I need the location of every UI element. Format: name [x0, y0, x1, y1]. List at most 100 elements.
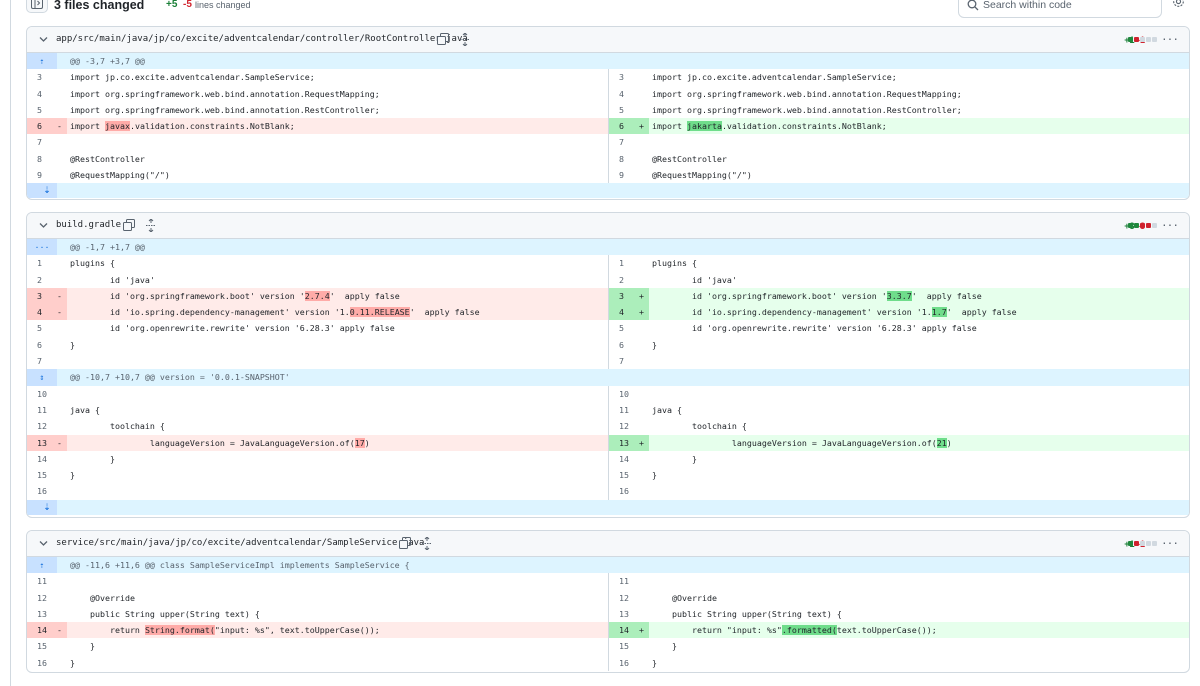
- code-segment: ' apply false: [329, 290, 400, 301]
- left-line: 6}: [27, 337, 608, 353]
- line-number: 12: [619, 592, 629, 603]
- diffstat-bar: [1128, 37, 1157, 42]
- right-line: 10: [608, 385, 1189, 402]
- expand-both-icon[interactable]: ⇕: [27, 369, 57, 386]
- gear-icon[interactable]: [1172, 0, 1185, 8]
- line-number: 13: [619, 608, 629, 619]
- search-within-code[interactable]: [958, 0, 1162, 18]
- file-path: build.gradle: [56, 220, 122, 230]
- expand-all-icon[interactable]: [145, 219, 157, 232]
- file-diff-root-controller: app/src/main/java/jp/co/excite/adventcal…: [26, 26, 1190, 200]
- code-segment: import: [70, 121, 105, 132]
- code-segment: ): [946, 437, 952, 448]
- diff-row: 4- id 'io.spring.dependency-management' …: [27, 304, 1189, 321]
- right-line: 7: [608, 134, 1189, 151]
- file-tree-toggle-button[interactable]: [26, 0, 48, 13]
- changed-token: 0.11.RELEASE: [349, 307, 410, 318]
- line-number: 12: [37, 421, 47, 432]
- changed-token: jakarta: [686, 121, 722, 132]
- code-text: import org.springframework.web.bind.anno…: [70, 88, 380, 99]
- line-number: 11: [619, 576, 629, 587]
- right-line: 16}: [608, 654, 1189, 672]
- expand-down-row[interactable]: ⇣: [27, 499, 1189, 515]
- line-number: 6: [609, 118, 649, 135]
- left-line: 4- id 'io.spring.dependency-management' …: [27, 304, 608, 321]
- left-line: 6-import javax.validation.constraints.No…: [27, 118, 608, 135]
- line-number: 16: [37, 657, 47, 668]
- code-segment: ): [364, 437, 370, 448]
- addition-marker: +: [639, 437, 644, 448]
- line-number: 8: [37, 153, 42, 164]
- code-text: id 'io.spring.dependency-management' ver…: [652, 304, 1017, 320]
- code-text: }: [70, 470, 75, 481]
- left-line: 3- id 'org.springframework.boot' version…: [27, 287, 608, 305]
- hunk-header: ··· @@ -1,7 +1,7 @@: [27, 239, 1189, 256]
- more-options-icon[interactable]: ···: [1162, 216, 1179, 232]
- more-options-icon[interactable]: ···: [1162, 30, 1179, 46]
- left-line: 16: [27, 483, 608, 499]
- expand-up-icon[interactable]: ⇡: [27, 557, 57, 574]
- code-segment: id 'org.springframework.boot' version ': [652, 290, 887, 301]
- diff-row: 6-import javax.validation.constraints.No…: [27, 118, 1189, 135]
- chevron-down-icon[interactable]: [39, 222, 48, 229]
- expand-all-icon[interactable]: [459, 33, 471, 46]
- left-line: 5 id 'org.openrewrite.rewrite' version '…: [27, 320, 608, 336]
- expand-ellipsis-icon[interactable]: ···: [27, 239, 57, 256]
- code-text: import org.springframework.web.bind.anno…: [652, 104, 962, 115]
- left-line: 15 }: [27, 638, 608, 654]
- line-number: 16: [37, 486, 47, 497]
- file-diff-sample-service: service/src/main/java/jp/co/excite/adven…: [26, 530, 1190, 673]
- line-number: 1: [619, 258, 624, 269]
- code-text: id 'java': [70, 274, 155, 285]
- code-text: languageVersion = JavaLanguageVersion.of…: [652, 435, 952, 451]
- code-text: @RequestMapping("/"): [652, 170, 752, 181]
- copy-icon[interactable]: [123, 219, 135, 231]
- search-input[interactable]: [983, 0, 1155, 14]
- code-text: import org.springframework.web.bind.anno…: [652, 88, 962, 99]
- code-segment: return: [70, 625, 145, 636]
- code-text: public String upper(String text) {: [652, 608, 842, 619]
- line-number: 13: [27, 434, 67, 451]
- copy-icon[interactable]: [437, 33, 449, 45]
- expand-down-icon[interactable]: ⇣: [27, 183, 57, 199]
- more-options-icon[interactable]: ···: [1162, 534, 1179, 550]
- changed-token: 3.3.7: [886, 290, 912, 301]
- deletion-marker: -: [57, 437, 62, 448]
- code-text: plugins {: [652, 258, 697, 269]
- addition-marker: +: [639, 625, 644, 636]
- expand-down-icon[interactable]: ⇣: [27, 499, 57, 515]
- code-text: import jp.co.excite.adventcalendar.Sampl…: [652, 72, 897, 83]
- changed-token: 17: [354, 437, 365, 448]
- diffstat-bar: [1128, 223, 1157, 228]
- chevron-down-icon[interactable]: [39, 540, 48, 547]
- code-text: }: [70, 657, 75, 668]
- file-header: service/src/main/java/jp/co/excite/adven…: [27, 531, 1189, 557]
- copy-icon[interactable]: [399, 537, 411, 549]
- line-number: 13: [37, 608, 47, 619]
- code-text: }: [652, 453, 697, 464]
- line-number: 3: [609, 287, 649, 305]
- code-segment: id 'io.spring.dependency-management' ver…: [70, 307, 350, 318]
- file-path: app/src/main/java/jp/co/excite/adventcal…: [56, 34, 468, 44]
- chevron-down-icon[interactable]: [39, 36, 48, 43]
- expand-all-icon[interactable]: [421, 537, 433, 550]
- addition-marker: +: [639, 290, 644, 301]
- line-number: 16: [619, 486, 629, 497]
- left-line: 15}: [27, 467, 608, 483]
- expand-down-row[interactable]: ⇣: [27, 183, 1189, 199]
- right-line: 2 id 'java': [608, 271, 1189, 288]
- line-number: 10: [37, 388, 47, 399]
- left-line: 13 public String upper(String text) {: [27, 606, 608, 622]
- deletion-marker: -: [57, 121, 62, 132]
- line-number: 15: [37, 641, 47, 652]
- code-text: @Override: [652, 592, 717, 603]
- expand-up-icon[interactable]: ⇡: [27, 53, 57, 70]
- code-text: import jp.co.excite.adventcalendar.Sampl…: [70, 72, 315, 83]
- code-text: toolchain {: [70, 421, 165, 432]
